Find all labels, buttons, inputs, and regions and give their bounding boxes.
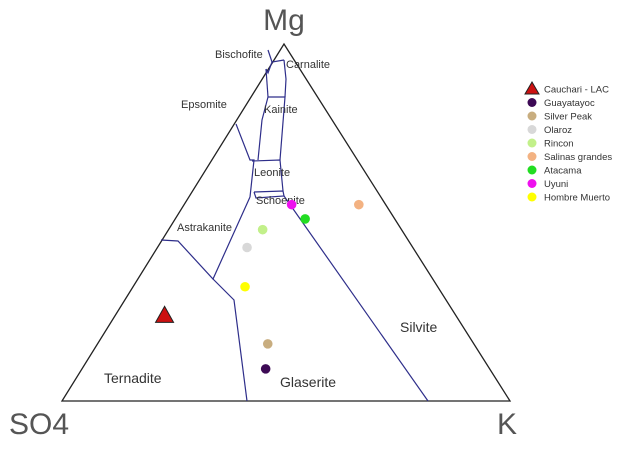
boundary-schoenite-right [283,195,429,402]
point-silver-peak [262,339,273,349]
boundary-carnalite [283,59,287,98]
legend-label-rincon: Rincon [544,139,574,150]
legend-label-salinas-grandes: Salinas grandes [544,152,612,163]
point-hombre-muerto [240,281,250,292]
legend-marker-uyuni [527,179,537,188]
legend-label-silver-peak: Silver Peak [544,112,592,123]
point-uyuni [286,199,297,210]
legend-label-olaroz: Olaroz [544,125,572,136]
field-label-leonite: Leonite [254,167,290,179]
legend-label-guayatayoc: Guayatayoc [544,98,595,109]
field-label-astrakanite: Astrakanite [177,222,232,234]
point-atacama [300,214,310,224]
legend-marker-silver-peak [527,111,537,121]
field-label-carnalite: Carnalite [286,59,330,71]
field-label-bischofite: Bischofite [215,49,263,61]
vertex-label-left: SO4 [9,408,69,441]
vertex-label-right: K [497,408,517,441]
boundary-lower [212,278,248,402]
legend-marker-olaroz [527,125,537,134]
field-label-epsomite: Epsomite [181,99,227,111]
legend-marker-cauchari-lac [524,81,540,95]
field-label-kainite: Kainite [264,104,298,116]
triangle-outline [60,42,512,402]
legend-marker-rincon [527,138,537,148]
boundary-schoenite-box [253,190,285,199]
legend-label-atacama: Atacama [544,166,582,177]
point-salinas-grandes [354,199,364,210]
boundary-kainite-left [257,96,269,161]
boundary-bischofite-top [265,59,285,75]
point-rincon [257,224,268,235]
point-olaroz [242,242,252,253]
field-label-schoenite: Schoenite [256,195,305,207]
vertex-label-top: Mg [263,4,305,37]
legend-marker-salinas-grandes [527,152,537,161]
point-guayatayoc [260,364,271,374]
legend-label-uyuni: Uyuni [544,179,568,190]
field-label-ternadite: Ternadite [104,370,162,386]
boundary-bischofite [265,68,269,98]
legend-marker-atacama [527,165,537,175]
legend-label-hombre-muerto: Hombre Muerto [544,193,610,204]
data-markers [154,199,364,374]
point-cauchari-lac [154,305,175,323]
boundary-left-field [160,196,251,281]
legend-marker-hombre-muerto [527,192,537,202]
boundary-carnalite-top [267,49,273,63]
boundary-epsomite [235,123,255,198]
legend-marker-guayatayoc [527,98,537,107]
field-label-silvite: Silvite [400,319,438,335]
field-label-glaserite: Glaserite [280,374,336,390]
phase-boundaries [160,49,429,402]
legend-label-cauchari-lac: Cauchari - LAC [544,85,609,96]
